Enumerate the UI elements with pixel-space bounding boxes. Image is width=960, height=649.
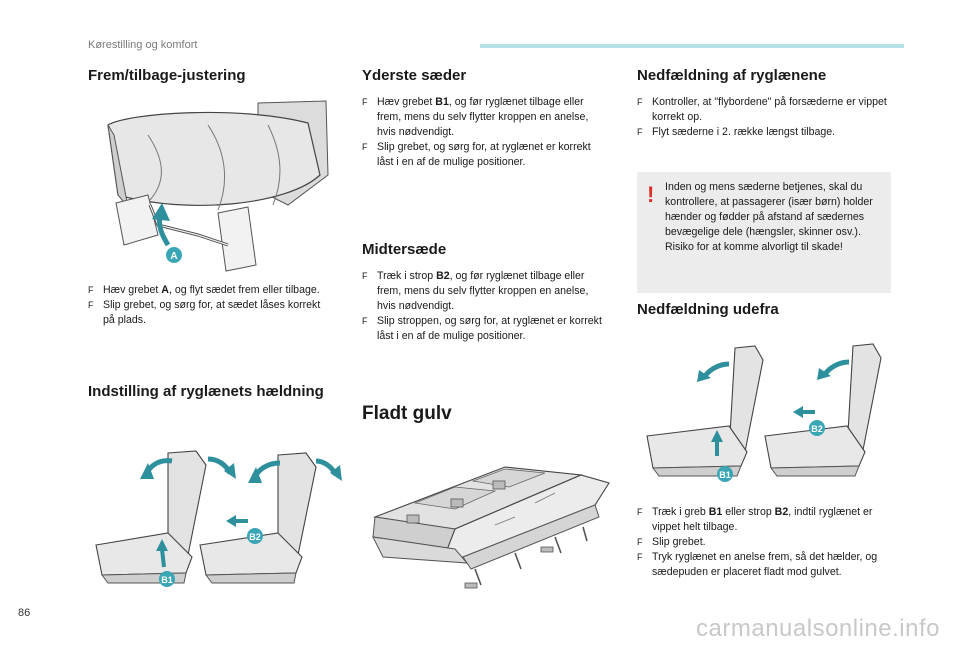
label-b1-exterior: B1	[719, 470, 731, 480]
label-a: A	[170, 251, 177, 262]
heading-nedfaeldning-udefra: Nedfældning udefra	[637, 301, 779, 318]
header-bar	[480, 44, 904, 48]
heading-midtersaede: Midtersæde	[362, 241, 447, 258]
running-header: Kørestilling og komfort	[88, 39, 198, 51]
warning-text: Inden og mens sæderne betjenes, skal du …	[665, 181, 873, 253]
label-b2: B2	[249, 532, 261, 542]
warning-icon: !	[647, 182, 655, 207]
exterior-fold-illustration: B1 B2	[646, 343, 882, 482]
label-b2-exterior: B2	[811, 424, 823, 434]
label-b1: B1	[161, 575, 173, 585]
flat-floor-illustration	[372, 466, 610, 589]
watermark: carmanualsonline.info	[696, 615, 940, 642]
heading-fladt-gulv: Fladt gulv	[362, 403, 452, 424]
heading-nedfaeldning-ryglaen: Nedfældning af ryglænene	[637, 67, 827, 84]
heading-frem-tilbage: Frem/tilbage-justering	[88, 67, 246, 84]
heading-ryglaen-haeldning: Indstilling af ryglænets hældning	[88, 383, 324, 400]
warning-box: ! Inden og mens sæderne betjenes, skal d…	[637, 172, 891, 293]
seat-slide-illustration: A	[107, 100, 329, 272]
label-a-marker	[166, 247, 182, 263]
page-number: 86	[18, 607, 31, 619]
recline-illustration: B1 B2	[95, 450, 342, 587]
heading-yderste-saeder: Yderste sæder	[362, 67, 467, 84]
